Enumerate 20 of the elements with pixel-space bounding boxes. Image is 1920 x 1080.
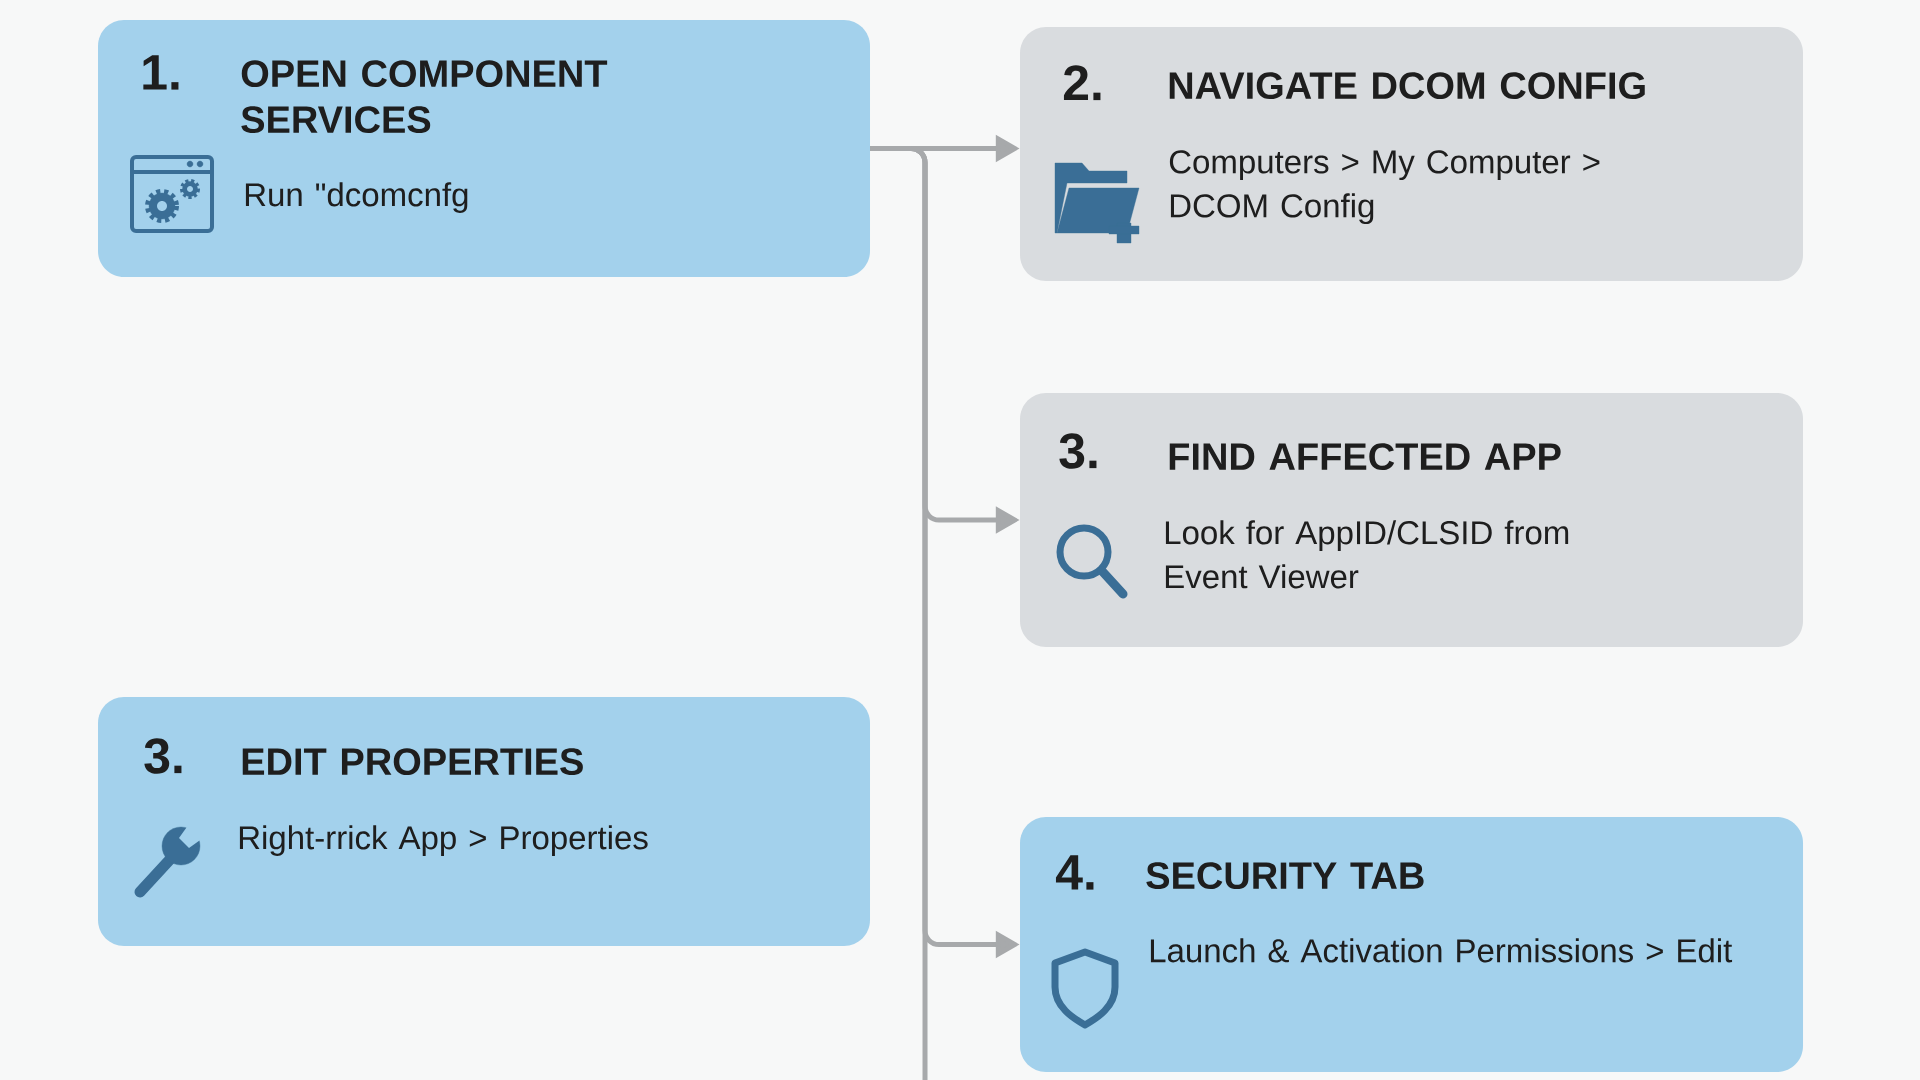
step-number: 2.: [1063, 65, 1101, 101]
step-number: 3.: [1059, 433, 1097, 469]
step-heading: OPEN COMPONENT SERVICES: [241, 60, 608, 134]
step-description: Right-rrick App > Properties: [239, 825, 648, 856]
step-number: 3.: [144, 738, 182, 774]
step-number: 4.: [1055, 855, 1094, 890]
step-number: 1.: [143, 55, 179, 90]
step-card: [1020, 817, 1803, 1072]
step-card: [1020, 27, 1803, 281]
step-heading: SECURITY TAB: [1146, 862, 1424, 890]
step-description: Launch & Activation Permissions > Edit: [1150, 938, 1733, 963]
step-heading: FIND AFFECTED APP: [1169, 443, 1561, 471]
step-heading: NAVIGATE DCOM CONFIG: [1169, 72, 1645, 100]
step-card: [98, 697, 870, 946]
step-description: Computers > My Computer > DCOM Config: [1169, 150, 1600, 225]
step-card: [1020, 393, 1803, 647]
step-heading: EDIT PROPERTIES: [242, 748, 583, 776]
step-description: Run "dcomcnfg: [245, 182, 468, 213]
step-card: [98, 20, 870, 277]
step-description: Look for AppID/CLSID from Event Viewer: [1165, 520, 1569, 589]
